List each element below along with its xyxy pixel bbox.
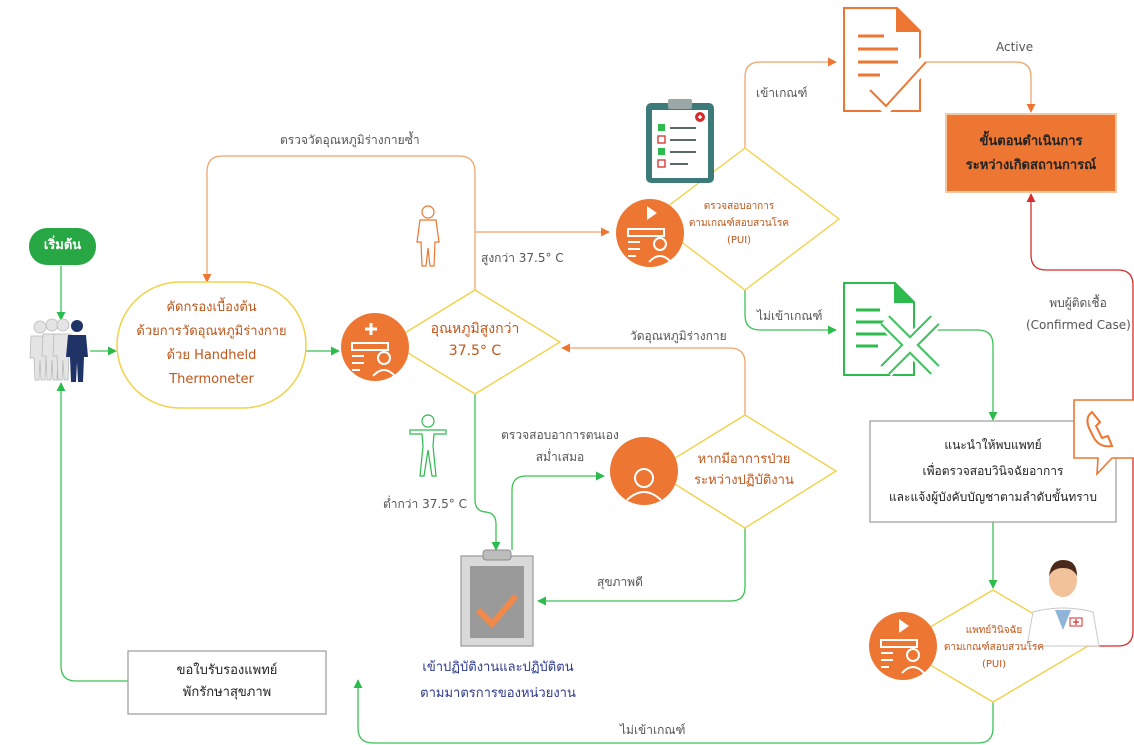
pui-check-line-2: ตามเกณฑ์สอบสวนโรค [688,218,790,229]
doctor-avatar [1026,560,1100,647]
doctor-pui-text: แพทย์วินิจฉัย ตามเกณฑ์สอบสวนโรค (PUI) [935,622,1053,673]
doctor-pui-line-3: (PUI) [981,659,1007,670]
label-lower: ต่ำกว่า 37.5° C [383,497,467,511]
pui-check-line-1: ตรวจสอบอาการ [703,201,775,212]
certificate-text: ขอใบรับรองแพทย์ พักรักษาสุขภาพ [128,660,326,704]
label-healthy: สุขภาพดี [597,575,643,589]
screening-line-4: Thermoneter [169,372,254,387]
label-meets: เข้าเกณฑ์ [756,86,808,100]
edge-active [925,61,1036,113]
label-measure-temp: วัดอุณหภูมิร่างกาย [630,329,727,343]
label-higher: สูงกว่า 37.5° C [481,251,564,265]
work-line-1: เข้าปฏิบัติงานและปฏิบัติตน [422,660,574,675]
sick-decision-line-2: ระหว่างปฏิบัติงาน [694,472,794,488]
pui-check-text: ตรวจสอบอาการ ตามเกณฑ์สอบสวนโรค (PUI) [674,198,804,249]
screening-node [116,281,307,409]
edge-confirmed [1026,193,1134,647]
start-label: เริ่มต้น [43,238,82,253]
temp-decision-line-2: 37.5° C [448,343,502,360]
edge-measure-temp [561,343,746,415]
person-green-icon [409,414,447,477]
doctor-advice-line-2: เพื่อตรวจสอบวินิจฉัยอาการ [922,464,1064,478]
doctor-pui-line-2: ตามเกณฑ์สอบสวนโรค [943,642,1045,653]
label-recheck-temp: ตรวจวัดอุณหภูมิร่างกายซ้ำ [280,133,420,147]
person-orange-icon [416,205,440,267]
edge-meets [744,57,837,148]
document-check-icon [843,7,932,117]
temp-decision [341,289,562,395]
label-not-meets: ไม่เข้าเกณฑ์ [757,309,823,323]
edge-docx-advice [925,329,998,421]
edge-cert-people [56,382,128,682]
people-icon [29,318,88,382]
work-text: เข้าปฏิบัติงานและปฏิบัติตน ตามมาตรการของ… [400,655,596,707]
work-clipboard-icon [460,549,534,647]
label-confirmed-line-2: (Confirmed Case) [1026,318,1131,332]
certificate-line-1: ขอใบรับรองแพทย์ [176,663,278,678]
doctor-advice-line-1: แนะนำให้พบแพทย์ [944,438,1042,452]
edge-work-sick [511,471,605,550]
procedure-node [945,113,1117,193]
work-line-2: ตามมาตรการของหน่วยงาน [420,686,576,701]
doctor-pui-line-1: แพทย์วินิจฉัย [965,625,1023,636]
screening-text: คัดกรองเบื้องต้น ด้วยการวัดอุณหภูมิร่างก… [117,296,306,392]
pui-check-decision [616,147,841,291]
doctor-advice-text: แนะนำให้พบแพทย์ เพื่อตรวจสอบวินิจฉัยอากา… [870,432,1116,510]
procedure-text: ขั้นตอนดำเนินการ ระหว่างเกิดสถานการณ์ [946,130,1116,178]
edge-healthy [537,528,746,606]
edge-lower-work [474,392,501,551]
procedure-line-2: ระหว่างเกิดสถานการณ์ [965,158,1097,173]
document-x-icon [843,282,942,377]
checklist-clipboard-icon [646,99,714,183]
label-self-check-line-1: ตรวจสอบอาการตนเอง [501,428,619,442]
temp-decision-text: อุณหภูมิสูงกว่า 37.5° C [415,318,535,363]
pui-check-line-3: (PUI) [726,235,752,246]
edge-not-meets-bottom [353,679,994,744]
doctor-advice-line-3: และแจ้งผู้บังคับบัญชาตามลำดับขั้นทราบ [888,490,1098,504]
label-active: Active [996,40,1034,54]
label-confirmed-line-1: พบผู้ติดเชื้อ [1049,296,1107,310]
doctor-pui-decision [869,589,1090,703]
screening-line-1: คัดกรองเบื้องต้น [166,300,257,315]
start-node [29,228,96,265]
procedure-line-1: ขั้นตอนดำเนินการ [979,134,1083,149]
certificate-node [127,650,327,715]
label-self-check: ตรวจสอบอาการตนเอง สม่ำเสมอ [495,424,625,468]
label-self-check-line-2: สม่ำเสมอ [535,450,585,464]
temp-decision-line-1: อุณหภูมิสูงกว่า [430,321,520,337]
edge-recheck-loop [202,155,476,283]
sick-decision-line-1: หากมีอาการป่วย [697,452,791,467]
edge-not-meets [744,290,837,335]
connectors [56,57,1134,744]
label-not-meets-bottom: ไม่เข้าเกณฑ์ [620,723,686,737]
sick-decision [610,414,838,529]
label-confirmed: พบผู้ติดเชื้อ (Confirmed Case) [1026,292,1131,336]
sick-decision-text: หากมีอาการป่วย ระหว่างปฏิบัติงาน [680,450,808,492]
screening-line-3: ด้วย Handheld [166,348,257,363]
screening-line-2: ด้วยการวัดอุณหภูมิร่างกาย [136,324,287,339]
phone-bubble-icon [1073,399,1134,477]
certificate-line-2: พักรักษาสุขภาพ [182,685,272,700]
